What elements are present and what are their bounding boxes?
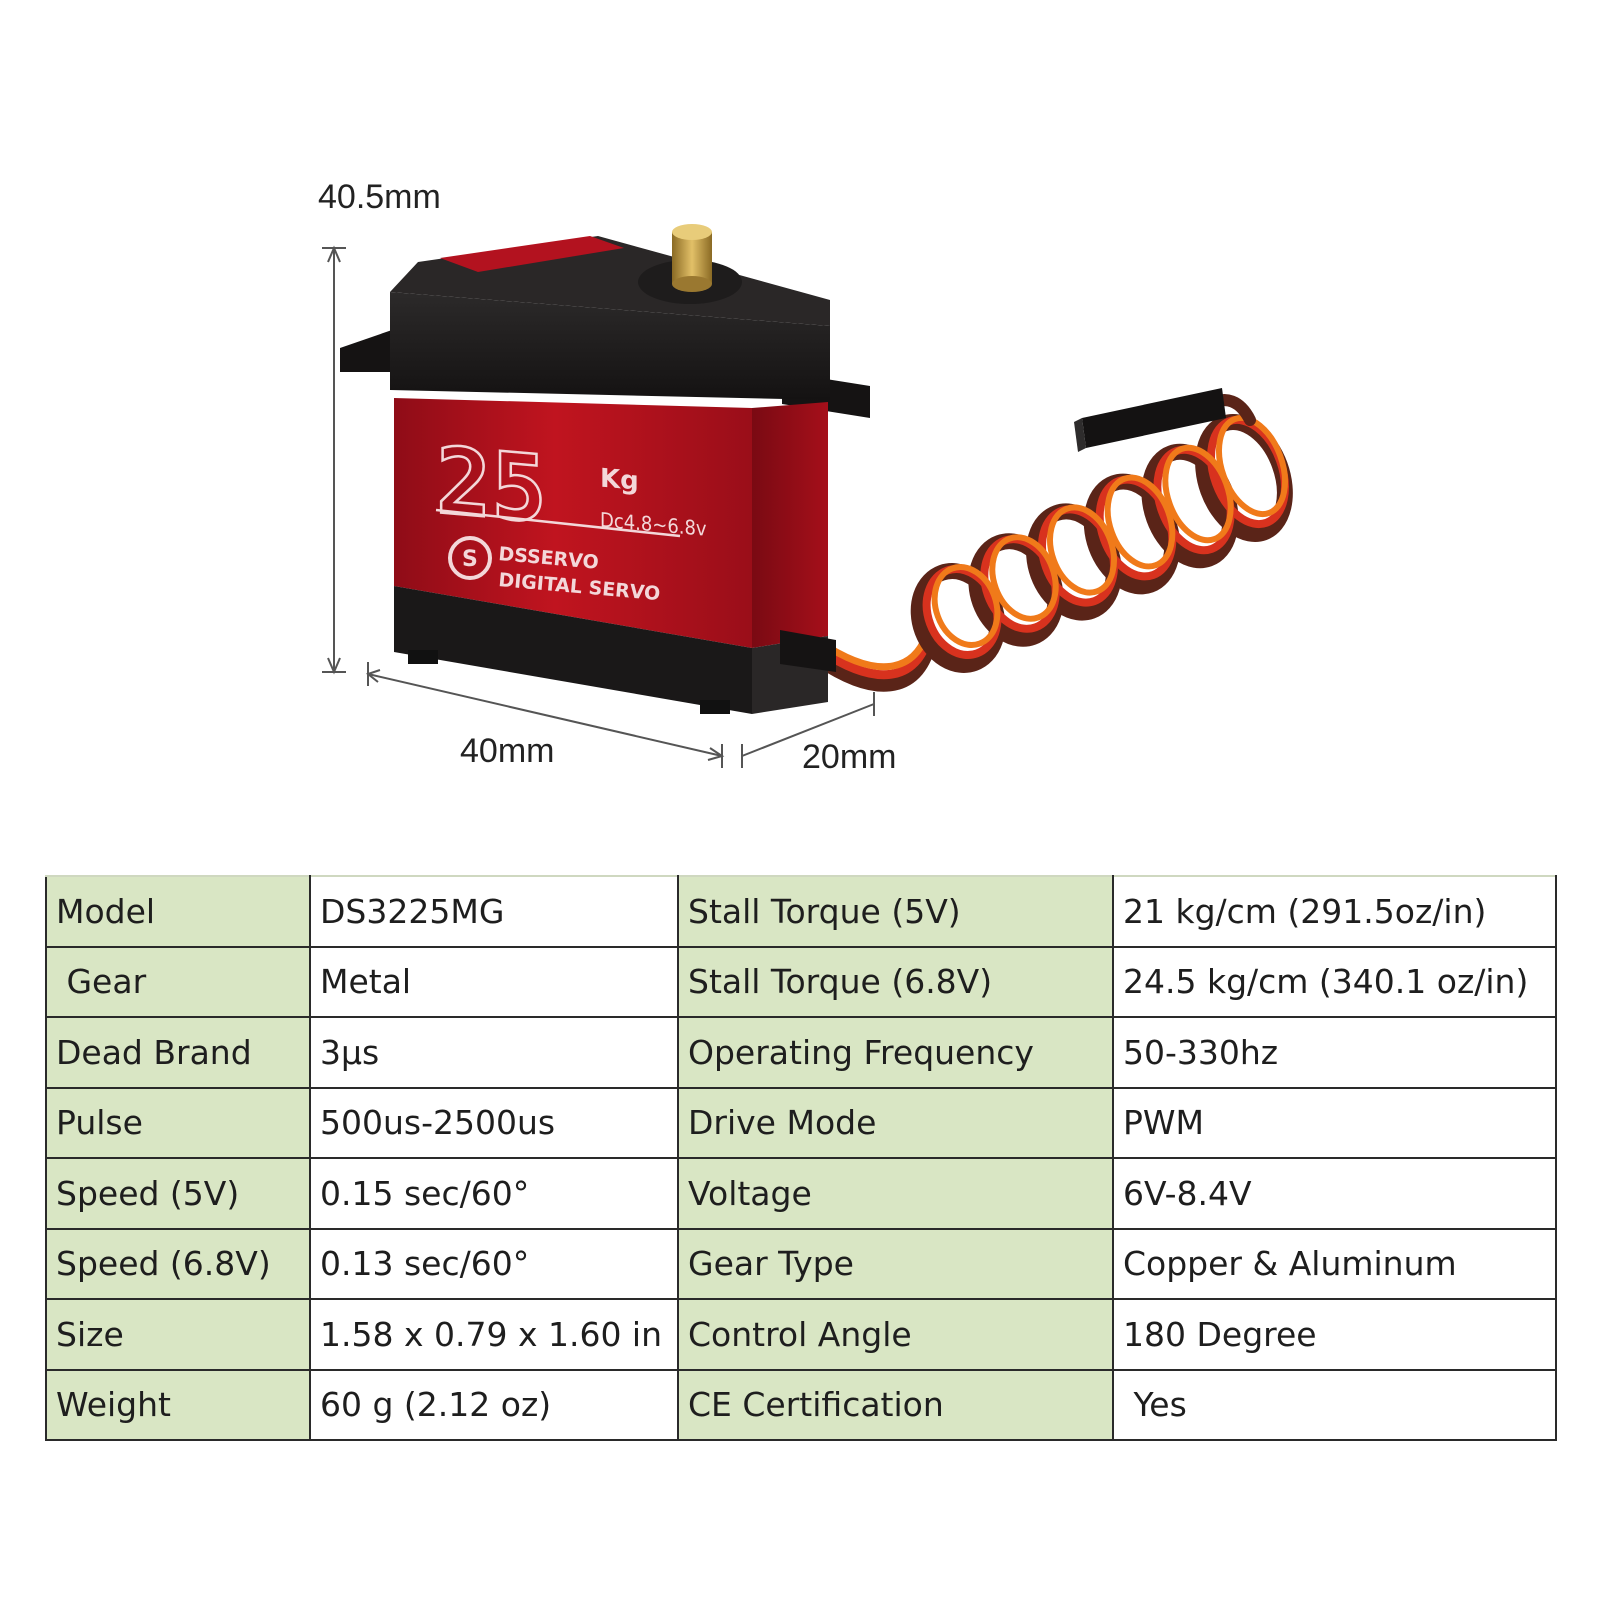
spec-value: 180 Degree (1112, 1298, 1557, 1371)
spec-value: PWM (1112, 1086, 1557, 1159)
length-arrow-right (707, 747, 725, 761)
table-row: Pulse 500us-2500us Drive Mode PWM (45, 1086, 1557, 1159)
width-dimension-label: 20mm (802, 738, 897, 776)
dimension-lines (322, 245, 875, 768)
spec-label: Gear (45, 945, 311, 1018)
spec-label: Size (45, 1298, 311, 1371)
spec-label: Gear Type (677, 1227, 1114, 1300)
spec-label: Voltage (677, 1157, 1114, 1230)
spec-label: CE Certification (677, 1368, 1114, 1441)
spec-value: Metal (309, 945, 679, 1018)
brand-logo-icon (448, 536, 492, 580)
table-row: Gear Metal Stall Torque (6.8V) 24.5 kg/c… (45, 945, 1557, 1018)
unit-marking: Kg (600, 464, 639, 497)
table-row: Dead Brand 3μs Operating Frequency 50-33… (45, 1016, 1557, 1089)
spec-value: 0.15 sec/60° (309, 1157, 679, 1230)
spec-value: 3μs (309, 1016, 679, 1089)
table-row: Weight 60 g (2.12 oz) CE Certification Y… (45, 1368, 1557, 1441)
spec-value: 60 g (2.12 oz) (309, 1368, 679, 1441)
spec-value: Yes (1112, 1368, 1557, 1441)
height-arrow-top (327, 245, 341, 263)
spec-value: DS3225MG (309, 875, 679, 948)
spec-label: Control Angle (677, 1298, 1114, 1371)
table-row: Speed (6.8V) 0.13 sec/60° Gear Type Copp… (45, 1227, 1557, 1300)
table-row: Model DS3225MG Stall Torque (5V) 21 kg/c… (45, 875, 1557, 948)
height-dimension-label: 40.5mm (318, 178, 441, 216)
spec-value: 500us-2500us (309, 1086, 679, 1159)
spec-label: Speed (6.8V) (45, 1227, 311, 1300)
servo-illustration: 25 Kg Dc4.8~6.8v S DSSERVO DIGITAL SERVO (322, 224, 1293, 768)
spec-label: Stall Torque (6.8V) (677, 945, 1114, 1018)
brass-output-gear (672, 232, 712, 284)
length-dimension-line (367, 673, 723, 757)
width-dimension-line (741, 703, 875, 757)
table-row: Size 1.58 x 0.79 x 1.60 in Control Angle… (45, 1298, 1557, 1371)
spec-label: Pulse (45, 1086, 311, 1159)
spec-value: 0.13 sec/60° (309, 1227, 679, 1300)
servo-cable (813, 394, 1293, 692)
spec-value: Copper & Aluminum (1112, 1227, 1557, 1300)
spec-value: 24.5 kg/cm (340.1 oz/in) (1112, 945, 1557, 1018)
product-figure: 25 Kg Dc4.8~6.8v S DSSERVO DIGITAL SERVO… (318, 178, 1293, 776)
cable-connector (1074, 388, 1226, 452)
spec-label: Operating Frequency (677, 1016, 1114, 1089)
spec-label: Speed (5V) (45, 1157, 311, 1230)
length-dimension-label: 40mm (460, 732, 555, 770)
specification-table: Model DS3225MG Stall Torque (5V) 21 kg/c… (45, 875, 1557, 1441)
spec-value: 6V-8.4V (1112, 1157, 1557, 1230)
spec-label: Model (45, 875, 311, 948)
spec-value: 1.58 x 0.79 x 1.60 in (309, 1298, 679, 1371)
spec-value: 50-330hz (1112, 1016, 1557, 1089)
brand-logo-letter: S (462, 547, 478, 572)
spec-label: Drive Mode (677, 1086, 1114, 1159)
specification-rows: Model DS3225MG Stall Torque (5V) 21 kg/c… (45, 875, 1557, 1441)
left-mounting-tab (340, 330, 392, 372)
spec-label: Weight (45, 1368, 311, 1441)
spec-label: Stall Torque (5V) (677, 875, 1114, 948)
torque-marking: 25 (436, 426, 547, 543)
servo-body (340, 224, 870, 714)
spec-label: Dead Brand (45, 1016, 311, 1089)
table-row: Speed (5V) 0.15 sec/60° Voltage 6V-8.4V (45, 1157, 1557, 1230)
top-label-sticker (440, 236, 624, 272)
length-arrow-left (365, 669, 381, 683)
height-arrow-bottom (327, 657, 341, 675)
spec-value: 21 kg/cm (291.5oz/in) (1112, 875, 1557, 948)
